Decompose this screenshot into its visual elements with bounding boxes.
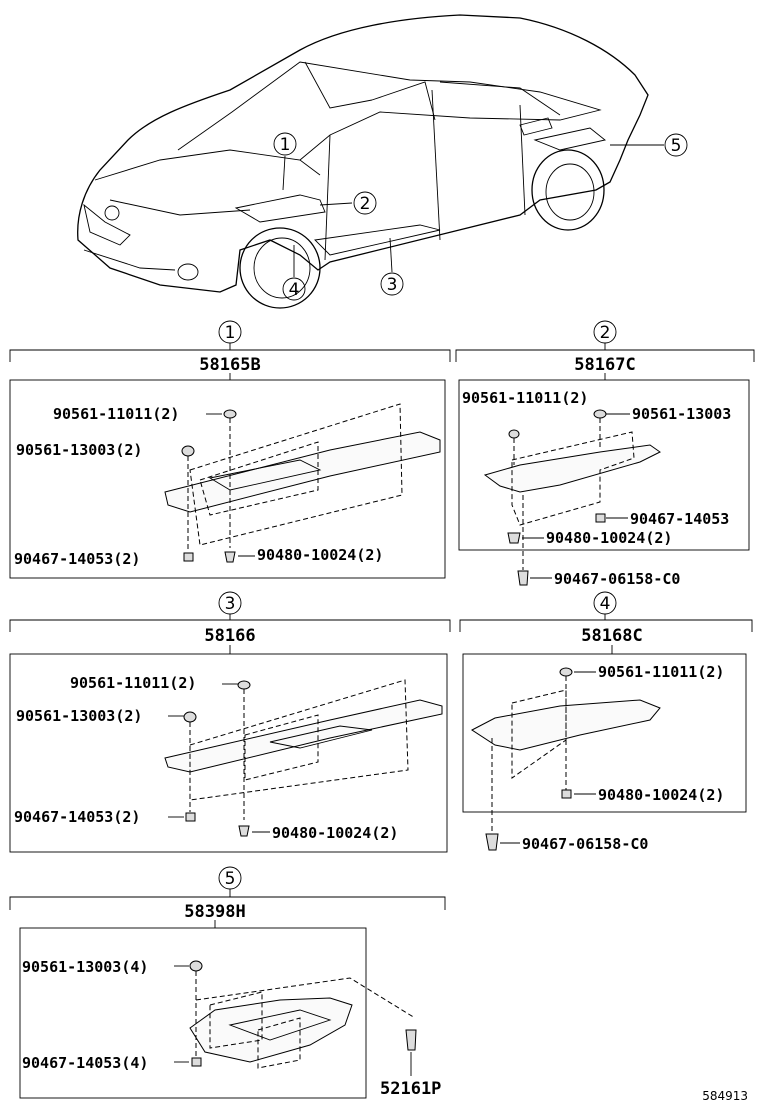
screw-icon	[507, 532, 521, 544]
clip-icon	[181, 445, 195, 457]
g3-label-90561-11011: 90561-11011(2)	[70, 674, 196, 692]
group-5-number: 5	[225, 869, 236, 889]
nut-icon	[191, 1057, 202, 1067]
car-callout-2: 2	[353, 191, 377, 215]
car-callout-1: 1	[273, 132, 297, 156]
group-5-part-number: 58398H	[184, 902, 245, 922]
undercover-plate-3	[164, 699, 443, 773]
g1-label-90467-14053: 90467-14053(2)	[14, 550, 140, 568]
nut-icon	[561, 789, 572, 799]
g4-label-90467-06158-C0: 90467-06158-C0	[522, 835, 648, 853]
g4-label-90561-11011: 90561-11011(2)	[598, 663, 724, 681]
g2-label-90480-10024: 90480-10024(2)	[546, 529, 672, 547]
nut-icon	[183, 552, 194, 562]
undercover-plate-5	[189, 997, 353, 1063]
svg-text:3: 3	[387, 275, 398, 295]
g2-label-90467-06158-C0: 90467-06158-C0	[554, 570, 680, 588]
g1-label-90561-11011: 90561-11011(2)	[53, 405, 179, 423]
clip-icon	[593, 409, 607, 419]
group-5: 5 58398H 90561-13003(4) 90467-14053(4) 5…	[9, 866, 446, 1099]
clip-icon	[559, 667, 573, 677]
g1-label-90561-13003: 90561-13003(2)	[16, 441, 142, 459]
clip-icon	[223, 409, 237, 419]
screw-icon	[238, 825, 250, 837]
bolt-icon	[485, 833, 499, 851]
svg-text:5: 5	[671, 136, 682, 156]
undercover-plate-1	[164, 431, 441, 513]
clip-icon	[189, 960, 203, 972]
g2-label-90467-14053: 90467-14053	[630, 510, 729, 528]
group-3-number: 3	[225, 594, 236, 614]
g5-label-52161P: 52161P	[380, 1079, 441, 1099]
group-4: 4 58168C 90561-11011(2) 90480-10024(2) 9…	[459, 591, 753, 853]
g5-label-90467-14053: 90467-14053(4)	[22, 1054, 148, 1072]
bolt-icon	[517, 570, 529, 586]
car-callout-3: 3	[380, 272, 404, 296]
svg-text:1: 1	[280, 135, 291, 155]
clip-pin-icon	[405, 1029, 417, 1051]
group-4-part-number: 58168C	[581, 626, 642, 646]
g3-label-90561-13003: 90561-13003(2)	[16, 707, 142, 725]
g3-label-90467-14053: 90467-14053(2)	[14, 808, 140, 826]
g3-label-90480-10024: 90480-10024(2)	[272, 824, 398, 842]
car-callout-4: 4	[282, 277, 306, 301]
g1-label-90480-10024: 90480-10024(2)	[257, 546, 383, 564]
clip-icon	[237, 680, 251, 690]
group-2-number: 2	[600, 323, 611, 343]
group-2-part-number: 58167C	[574, 355, 635, 375]
car-callout-5: 5	[664, 133, 688, 157]
g4-label-90480-10024: 90480-10024(2)	[598, 786, 724, 804]
screw-icon	[224, 551, 236, 563]
group-4-number: 4	[600, 594, 611, 614]
group-3-part-number: 58166	[204, 626, 255, 646]
group-3: 3 58166 90561-11011(2) 90561-13003(2) 90…	[9, 591, 451, 853]
figure-reference: 584913	[702, 1089, 748, 1103]
car-illustration: 1 2 3 4 5	[77, 14, 688, 309]
group-1: 1 58165B 90561-11011(2) 90561-13003(2) 9…	[9, 320, 451, 579]
group-1-part-number: 58165B	[199, 355, 260, 375]
undercover-plate-2	[483, 444, 661, 493]
g2-label-90561-11011: 90561-11011(2)	[462, 389, 588, 407]
svg-text:4: 4	[289, 280, 300, 300]
group-1-number: 1	[225, 323, 236, 343]
g2-label-90561-13003: 90561-13003	[632, 405, 731, 423]
nut-icon	[595, 513, 606, 523]
clip-icon	[183, 711, 197, 723]
group-2: 2 58167C 90561-11011(2) 90561-13003 9046…	[455, 320, 755, 588]
nut-icon	[185, 812, 196, 822]
svg-text:2: 2	[360, 194, 371, 214]
g5-label-90561-13003: 90561-13003(4)	[22, 958, 148, 976]
clip-icon	[508, 429, 520, 439]
